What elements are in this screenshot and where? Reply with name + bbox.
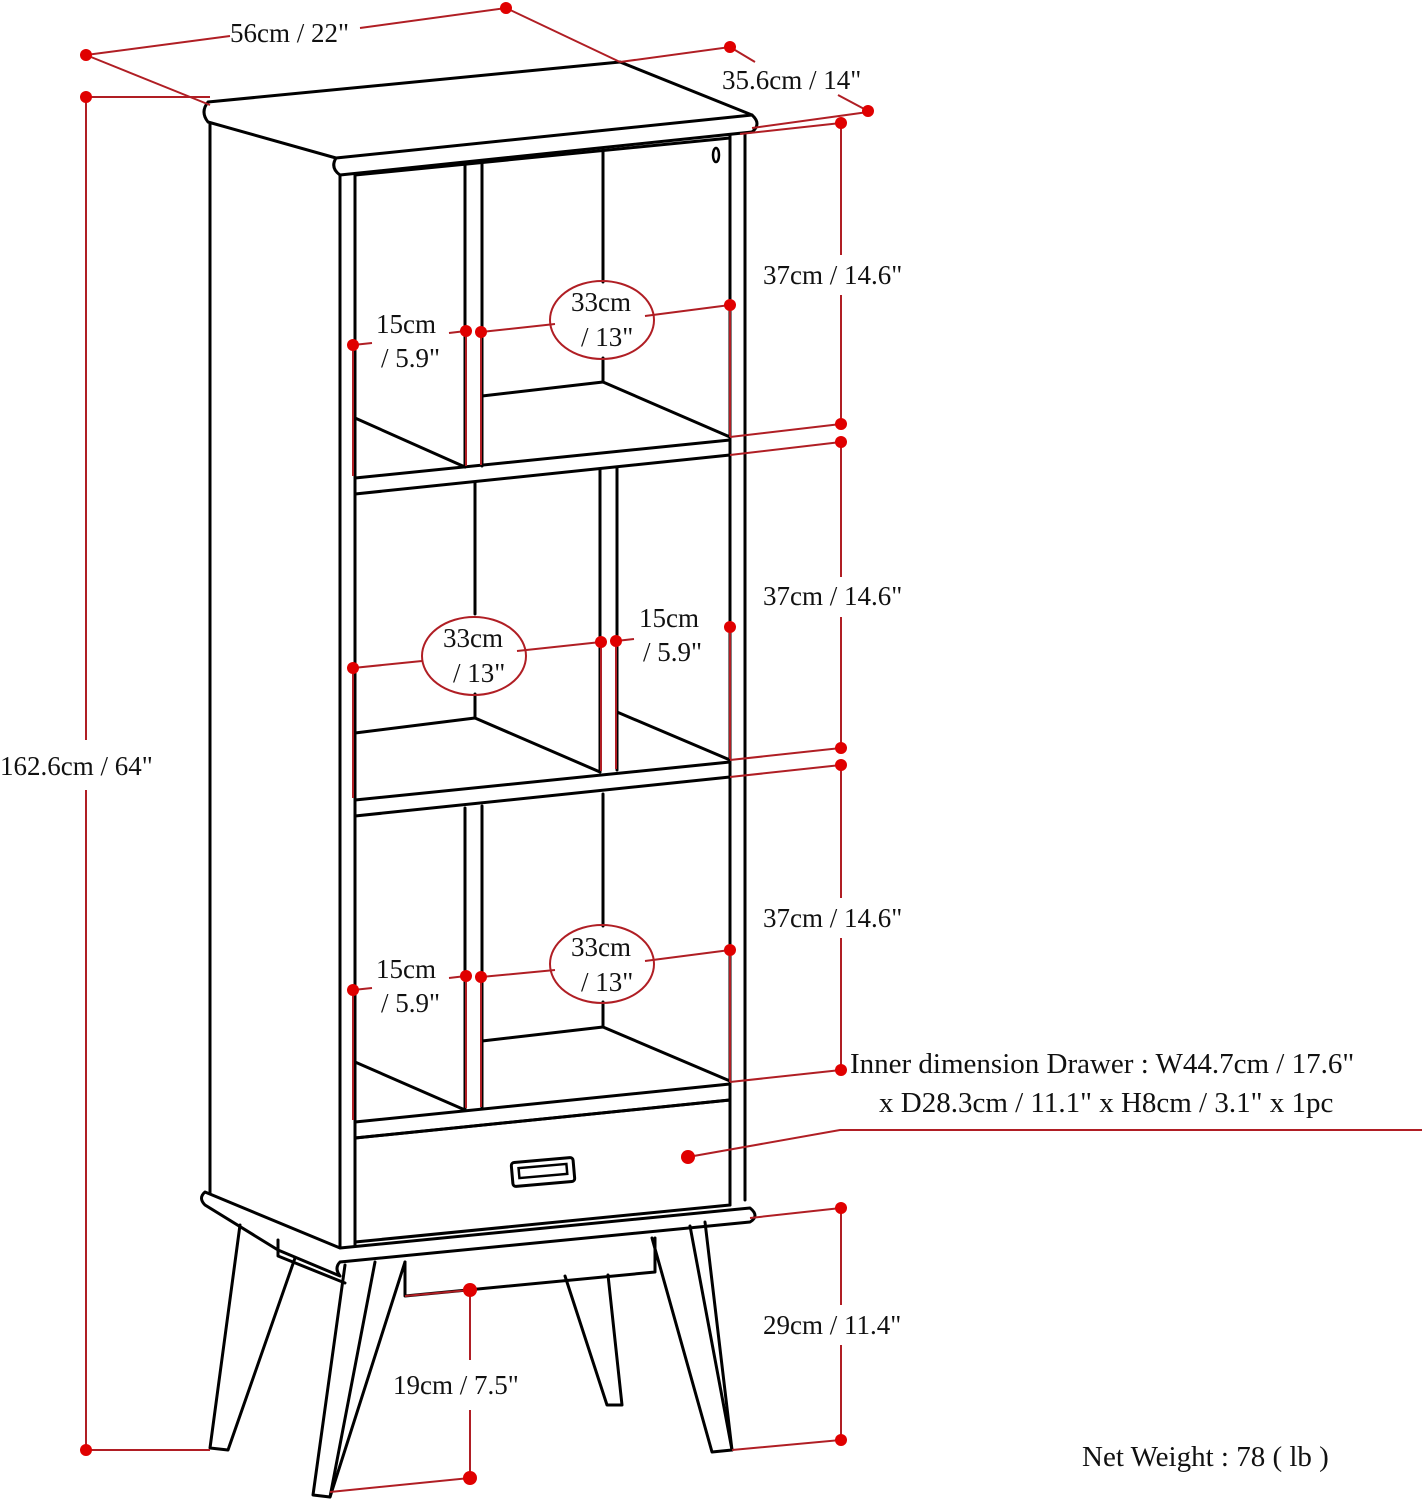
label-top-wide-width: 33cm [571, 287, 631, 317]
drawer-handle [509, 1156, 577, 1188]
highlight-ellipse-top [549, 280, 655, 360]
lock-icon [711, 146, 721, 164]
top-board [202, 60, 759, 177]
leg-front-left [311, 1260, 407, 1499]
label-overall-width: 56cm / 22" [230, 18, 349, 48]
leg-back-right [563, 1273, 624, 1407]
highlight-ellipse-bottom [549, 924, 655, 1004]
label-bot-narrow-width-in: / 5.9" [381, 988, 440, 1018]
highlight-ellipse-middle [421, 616, 527, 696]
leg-front-right [650, 1220, 734, 1454]
label-shelf-height-3: 37cm / 14.6" [763, 903, 902, 933]
label-mid-wide-width-in: / 13" [453, 658, 505, 688]
label-leg-height: 29cm / 11.4" [763, 1310, 901, 1340]
label-bot-narrow-width: 15cm [376, 954, 436, 984]
label-drawer-inner-dimension-2: x D28.3cm / 11.1" x H8cm / 3.1" x 1pc [879, 1087, 1333, 1119]
dimension-markers [80, 2, 874, 1485]
label-shelf-height-1: 37cm / 14.6" [763, 260, 902, 290]
bottom-divider [463, 804, 484, 1112]
label-overall-height: 162.6cm / 64" [0, 751, 153, 781]
label-bot-wide-width: 33cm [571, 932, 631, 962]
label-top-narrow-width-in: / 5.9" [381, 343, 440, 373]
bookcase-drawing [200, 60, 759, 1499]
label-mid-wide-width: 33cm [443, 623, 503, 653]
middle-divider [598, 466, 619, 774]
leg-back-left [208, 1223, 297, 1452]
label-top-wide-width-in: / 13" [581, 322, 633, 352]
label-mid-narrow-width-in: / 5.9" [643, 637, 702, 667]
dimension-lines [85, 6, 1422, 1493]
label-shelf-height-2: 37cm / 14.6" [763, 581, 902, 611]
shelf-2 [353, 760, 732, 818]
right-front-stile [728, 128, 747, 1207]
label-bot-wide-width-in: / 13" [581, 967, 633, 997]
left-side-panel [208, 118, 342, 1252]
shelf-1 [353, 438, 732, 496]
dimension-labels: 56cm / 22" 35.6cm / 14" 162.6cm / 64" 37… [0, 18, 1354, 1473]
left-front-stile [338, 173, 357, 1247]
label-net-weight: Net Weight : 78 ( lb ) [1082, 1441, 1329, 1473]
base-frame [200, 1190, 757, 1278]
label-floor-clearance: 19cm / 7.5" [393, 1370, 519, 1400]
label-overall-depth: 35.6cm / 14" [722, 65, 861, 95]
label-mid-narrow-width: 15cm [639, 603, 699, 633]
drawer-front [353, 1098, 732, 1244]
shelf-3 [353, 1082, 732, 1140]
label-top-narrow-width: 15cm [376, 309, 436, 339]
label-drawer-inner-dimension: Inner dimension Drawer : W44.7cm / 17.6" [850, 1048, 1354, 1080]
top-divider [463, 160, 484, 469]
